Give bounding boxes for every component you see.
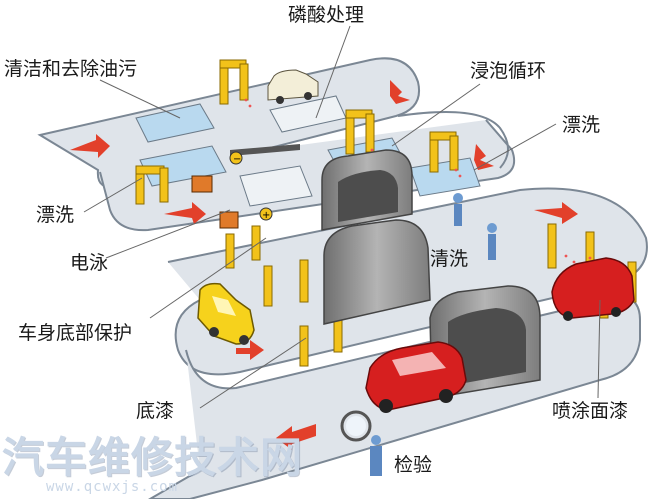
label-electrodeposition: 电泳 <box>70 252 109 274</box>
label-rinse-left: 漂洗 <box>36 204 75 226</box>
svg-text:−: − <box>233 154 241 165</box>
spray-booths <box>321 149 541 399</box>
label-cleaning: 清洗 <box>430 248 469 270</box>
label-rinse-right: 漂洗 <box>562 114 601 136</box>
label-immersion-circulation: 浸泡循环 <box>470 60 547 82</box>
watermark-logo: 汽车维修技术网 <box>2 433 304 482</box>
label-primer: 底漆 <box>136 400 175 422</box>
car-white-top <box>267 69 319 104</box>
upper-conveyor-belt <box>37 57 516 232</box>
label-spray-paint: 喷涂面漆 <box>552 400 629 422</box>
label-underbody-protection: 车身底部保护 <box>18 322 133 344</box>
label-inspection: 检验 <box>394 454 433 476</box>
electrodeposition-equipment: − + <box>191 144 300 229</box>
workers <box>340 193 497 476</box>
leader-lines <box>83 25 601 409</box>
car-yellow <box>197 282 255 345</box>
svg-text:+: + <box>262 210 270 221</box>
car-red-booth <box>551 257 635 321</box>
label-phosphating: 磷酸处理 <box>288 4 365 26</box>
car-red-front <box>365 341 467 413</box>
label-degreasing: 清洁和去除油污 <box>4 58 138 80</box>
watermark-url: www.qcwxjs.com <box>46 479 179 495</box>
direction-arrows <box>70 80 578 450</box>
